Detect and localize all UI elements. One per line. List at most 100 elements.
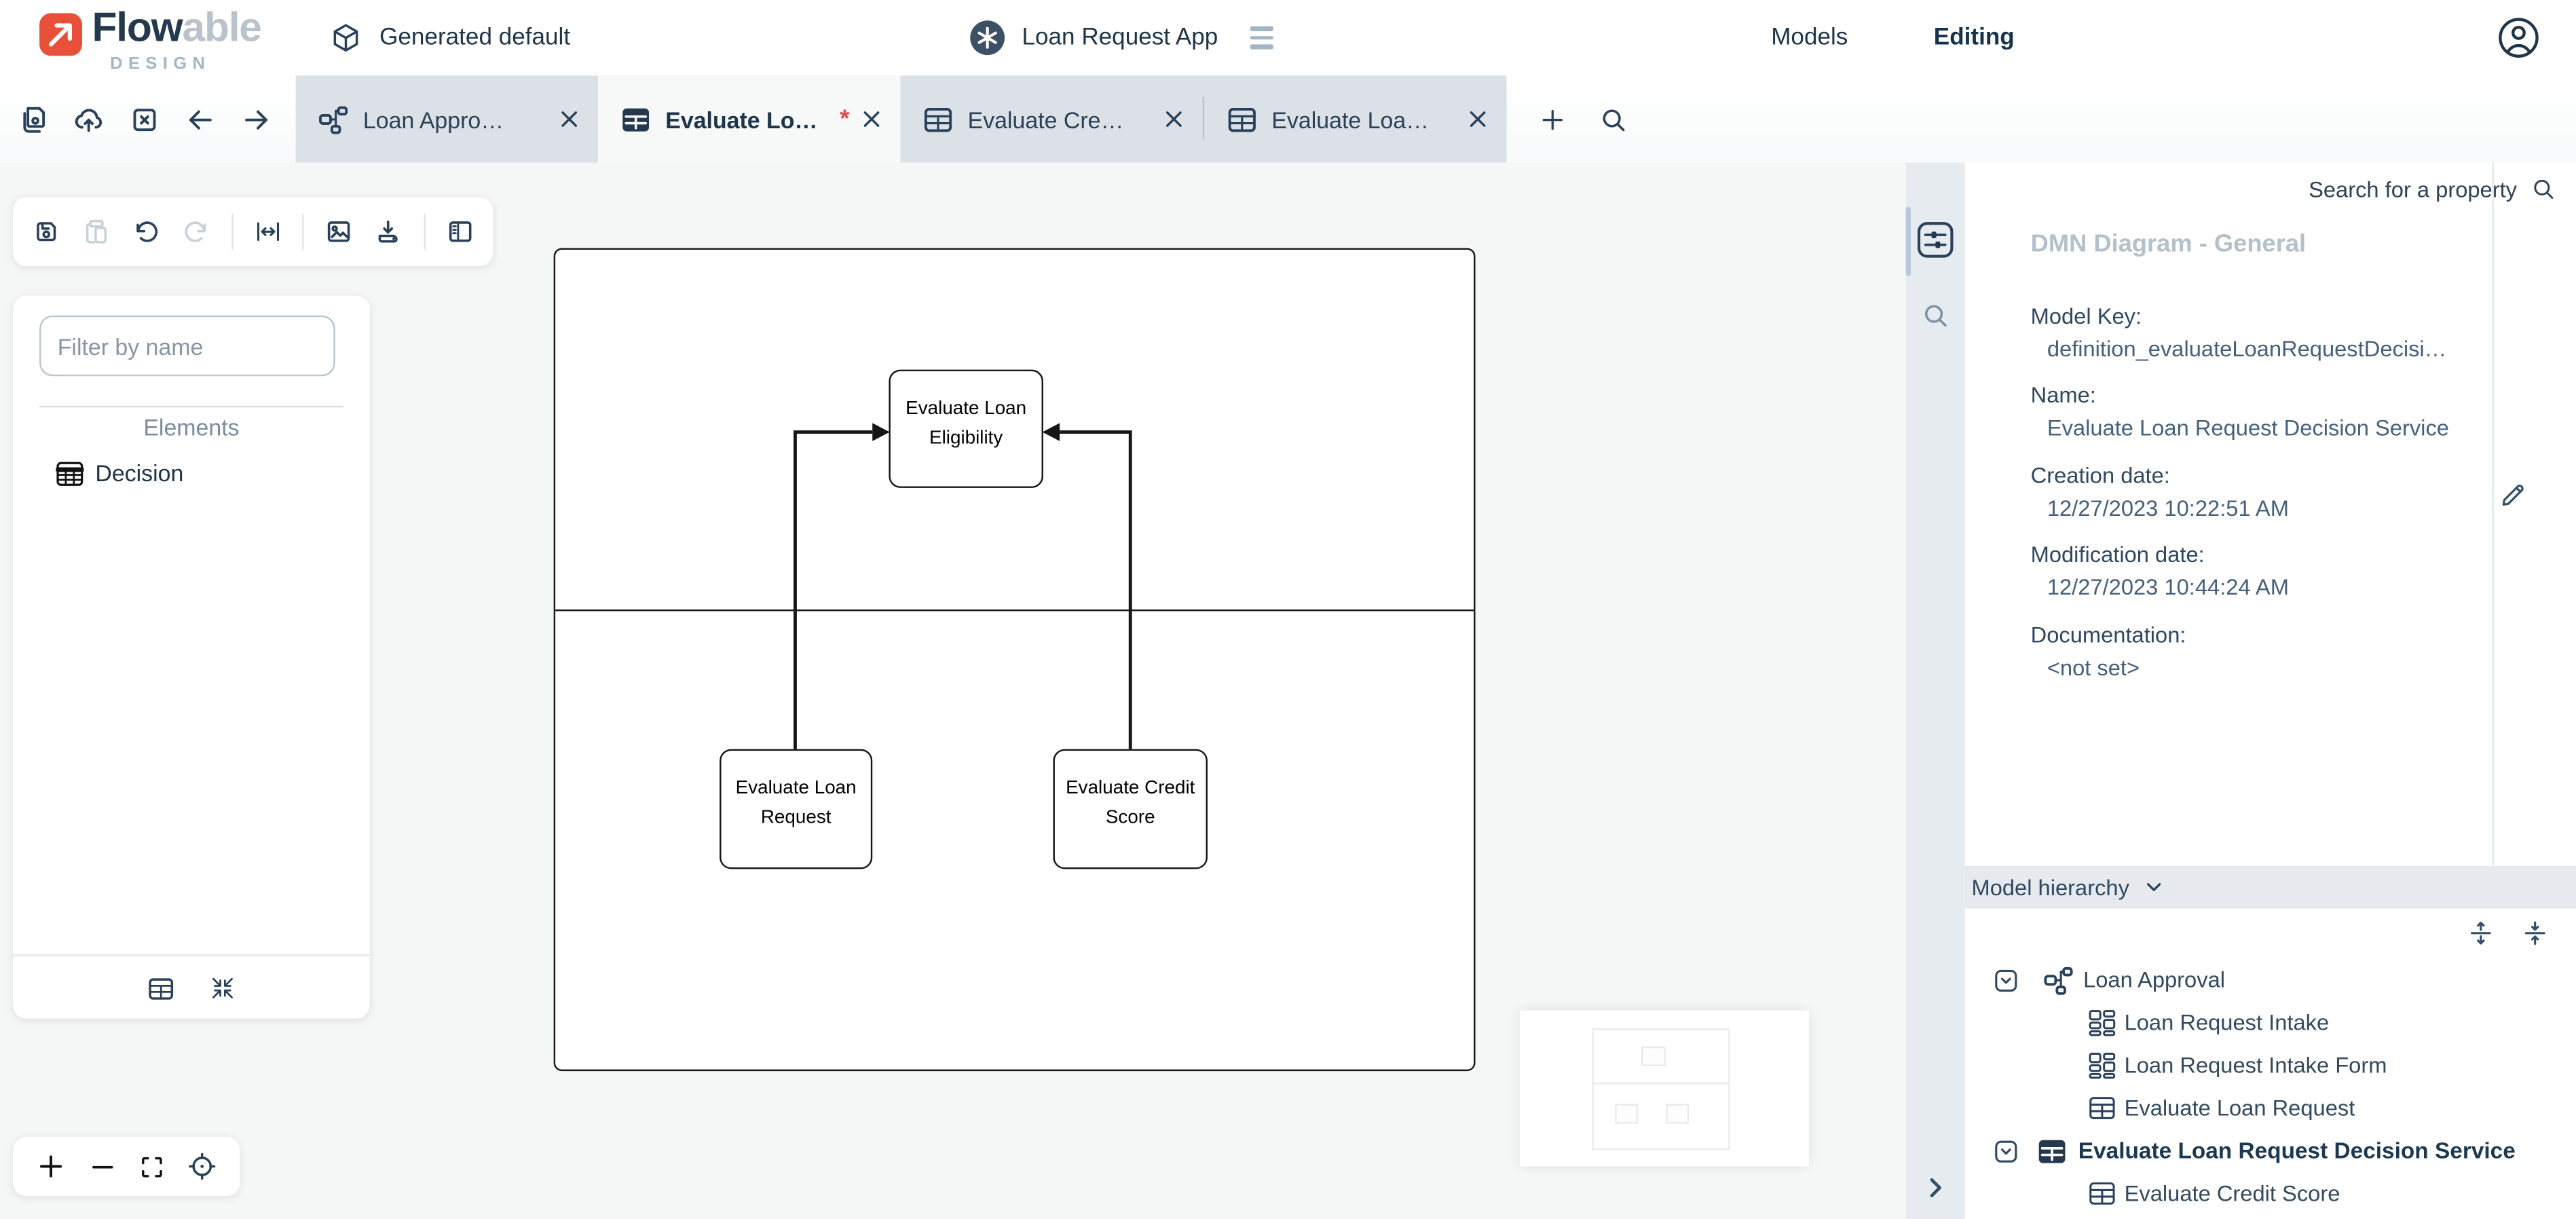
palette-filter-input[interactable] [39, 315, 335, 377]
field-value-modification-date: 12/27/2023 10:44:24 AM [2047, 575, 2289, 600]
diagram-minimap[interactable] [1519, 1010, 1809, 1167]
undo-icon[interactable] [131, 215, 162, 248]
process-icon [319, 105, 348, 134]
decision-table-icon [924, 107, 952, 132]
close-tab-icon[interactable] [1165, 110, 1183, 128]
tabbar-extra [1537, 75, 1628, 162]
collapse-all-icon [2524, 921, 2545, 945]
properties-tab-button[interactable] [1916, 220, 1955, 259]
tab-evaluate-credit-score[interactable]: Evaluate Cre… [900, 75, 1202, 162]
model-hierarchy-header[interactable]: Model hierarchy [1964, 865, 2576, 909]
user-avatar[interactable] [2497, 16, 2540, 59]
nav-models[interactable]: Models [1771, 24, 1848, 52]
minimap-divider [1592, 1083, 1730, 1085]
decision-table-icon[interactable] [148, 975, 174, 1002]
expand-all-button[interactable] [2467, 920, 2494, 946]
field-label: Creation date: [2030, 463, 2170, 488]
information-requirement-edges [794, 423, 1132, 749]
decision-table-icon [1228, 107, 1256, 132]
decision-node-evaluate-credit-score[interactable]: Evaluate Credit Score [1053, 749, 1208, 869]
expand-all-icon [2470, 921, 2491, 945]
decision-table-filled-icon [2037, 1137, 2067, 1167]
field-value-name[interactable]: Evaluate Loan Request Decision Service [2047, 415, 2449, 440]
cloud-upload-icon[interactable] [72, 102, 105, 135]
palette-section-title: Elements [143, 413, 240, 440]
editor-toolbar [13, 197, 493, 267]
process-icon [2044, 966, 2074, 996]
collapse-panel-button[interactable] [1924, 1176, 1947, 1199]
hierarchy-item-evaluate-loan-request[interactable]: Evaluate Loan Request [1965, 1087, 2576, 1130]
workspace-selector[interactable]: Generated default [329, 0, 570, 75]
collapse-palette-icon[interactable] [210, 976, 235, 1000]
field-label: Model Key: [2030, 303, 2142, 329]
brand-name: Flowable [92, 5, 262, 52]
nav-editing[interactable]: Editing [1933, 24, 2015, 52]
save-all-icon[interactable] [16, 102, 49, 135]
property-search[interactable]: Search for a property [2309, 176, 2556, 202]
palette-item-decision[interactable]: Decision [56, 458, 183, 488]
flowable-logo-mark [39, 13, 83, 56]
expand-toggle[interactable] [1994, 969, 2017, 992]
tab-separator [1202, 96, 1205, 140]
tab-loan-approval[interactable]: Loan Appro… [296, 75, 598, 162]
navigate-forward-icon[interactable] [240, 102, 272, 135]
expand-toggle[interactable] [1994, 1140, 2017, 1163]
hierarchy-item-evaluate-loan-request-decision-service[interactable]: Evaluate Loan Request Decision Service [1965, 1130, 2576, 1173]
arrow-up-right-icon [48, 23, 73, 47]
zoom-out-icon[interactable] [89, 1152, 117, 1180]
hierarchy-item-loan-request-intake-form[interactable]: Loan Request Intake Form [1965, 1045, 2576, 1087]
navigate-back-icon[interactable] [184, 102, 217, 135]
download-icon[interactable] [373, 215, 404, 248]
decision-node-evaluate-loan-eligibility[interactable]: Evaluate Loan Eligibility [889, 369, 1043, 488]
unsaved-changes-marker: * [840, 105, 850, 134]
collapse-all-button[interactable] [2522, 920, 2548, 946]
tab-evaluate-loan-request-decision-service[interactable]: Evaluate Lo… * [598, 75, 901, 163]
fit-width-icon[interactable] [253, 215, 283, 248]
decision-node-evaluate-loan-request[interactable]: Evaluate Loan Request [720, 749, 873, 869]
field-value-creation-date: 12/27/2023 10:22:51 AM [2047, 495, 2289, 521]
center-target-icon[interactable] [187, 1152, 217, 1182]
minimap-node [1666, 1104, 1690, 1124]
brand-product: DESIGN [110, 54, 211, 74]
search-icon [2534, 179, 2554, 199]
avatar-icon [2499, 18, 2539, 58]
hierarchy-item-loan-request-intake[interactable]: Loan Request Intake [1965, 1002, 2576, 1045]
field-label: Modification date: [2030, 542, 2205, 567]
fit-screen-icon[interactable] [140, 1154, 164, 1178]
sliders-icon [1917, 222, 1954, 258]
flowable-logo[interactable]: Flowable DESIGN [39, 3, 286, 75]
app-menu-icon[interactable] [1250, 26, 1274, 50]
palette-footer [13, 954, 370, 1020]
paste-icon[interactable] [81, 215, 112, 248]
tab-evaluate-loan-request[interactable]: Evaluate Loa… [1204, 75, 1506, 162]
new-tab-plus-icon[interactable] [1537, 105, 1567, 134]
toggle-panel-icon[interactable] [445, 215, 475, 248]
search-icon [1924, 305, 1947, 327]
field-value-model-key[interactable]: definition_evaluateLoanRequestDecisi… [2047, 337, 2447, 362]
toolbar-divider [423, 213, 425, 250]
hierarchy-item-loan-approval[interactable]: Loan Approval [1965, 960, 2576, 1002]
close-tab-icon[interactable] [1469, 110, 1487, 128]
search-models-icon[interactable] [1599, 105, 1628, 134]
open-model-tabs: Loan Appro… Evaluate Lo… * Evaluate Cre…… [295, 75, 1507, 163]
export-image-icon[interactable] [324, 215, 354, 248]
decision-table-icon [56, 461, 84, 485]
app-selector[interactable]: Loan Request App [969, 0, 1274, 75]
close-tab-icon[interactable] [863, 110, 881, 128]
decision-table-icon [2088, 1180, 2116, 1207]
edit-properties-button[interactable] [2499, 481, 2526, 509]
diagram-canvas[interactable]: Elements Decision Evaluate Loan Eligibil… [0, 162, 1906, 1219]
minimap-node [1615, 1104, 1639, 1124]
field-value-documentation[interactable]: <not set> [2047, 655, 2140, 681]
close-tab-icon[interactable] [560, 110, 578, 128]
redo-icon[interactable] [181, 215, 212, 248]
search-tab-button[interactable] [1920, 301, 1950, 331]
palette-divider [39, 405, 343, 408]
close-all-icon[interactable] [128, 102, 161, 135]
zoom-in-icon[interactable] [36, 1152, 66, 1182]
app-header: Flowable DESIGN Generated default Loan R… [0, 0, 2576, 76]
save-icon[interactable] [31, 215, 62, 248]
hierarchy-item-evaluate-credit-score[interactable]: Evaluate Credit Score [1965, 1173, 2576, 1216]
form-icon [2088, 1009, 2116, 1036]
